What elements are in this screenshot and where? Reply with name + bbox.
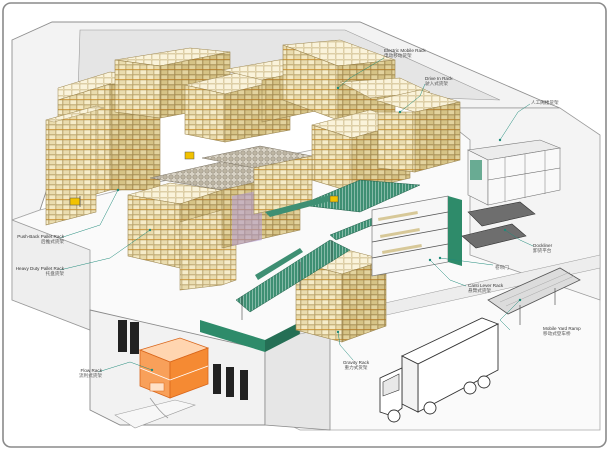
- callout-mobile-yard-ramp: Mobile Yard Ramp 移动式登车桥: [543, 326, 581, 337]
- callout-cn: 电动移动货架: [384, 53, 426, 58]
- forklift-3: [330, 196, 338, 202]
- forklift-2: [185, 152, 194, 159]
- callout-cn: 移动式登车桥: [543, 331, 581, 336]
- callout-cn: 卷帘门: [495, 265, 509, 270]
- callout-heavy-duty-pallet-rack: Heavy Duty Pallet Rack 托盘货架: [14, 266, 64, 277]
- callout-cn: 流利式货架: [58, 373, 102, 378]
- callout-cn: 卸货平台: [533, 248, 552, 253]
- callout-flow-rack: Flow Rack 流利式货架: [58, 368, 102, 379]
- callout-drive-in-rack: Drive In Rack 驶入式货架: [425, 76, 453, 87]
- callout-cn: 人工阁楼货架: [531, 100, 559, 105]
- callout-cn: 重力式货架: [336, 365, 376, 370]
- callout-cn: 驶入式货架: [425, 81, 453, 86]
- callout-electric-mobile-rack: Electric Mobile Rack 电动移动货架: [384, 48, 426, 59]
- callout-cantilever-rack: Canti Lever Rack 悬臂式货架: [468, 283, 503, 294]
- callout-rolling-door: 卷帘门: [495, 265, 509, 270]
- callout-cn: 托盘货架: [14, 271, 64, 276]
- callout-gravity-rack: Gravity Rack 重力式货架: [336, 360, 376, 371]
- callout-push-back-pallet-rack: Push-Back Pallet Rack 后推式货架: [14, 234, 64, 245]
- callout-cn: 后推式货架: [14, 239, 64, 244]
- callout-manual-mezzanine: 人工阁楼货架: [531, 100, 559, 105]
- callout-cn: 悬臂式货架: [468, 288, 503, 293]
- callout-dockliner: Dockliner 卸货平台: [533, 243, 552, 254]
